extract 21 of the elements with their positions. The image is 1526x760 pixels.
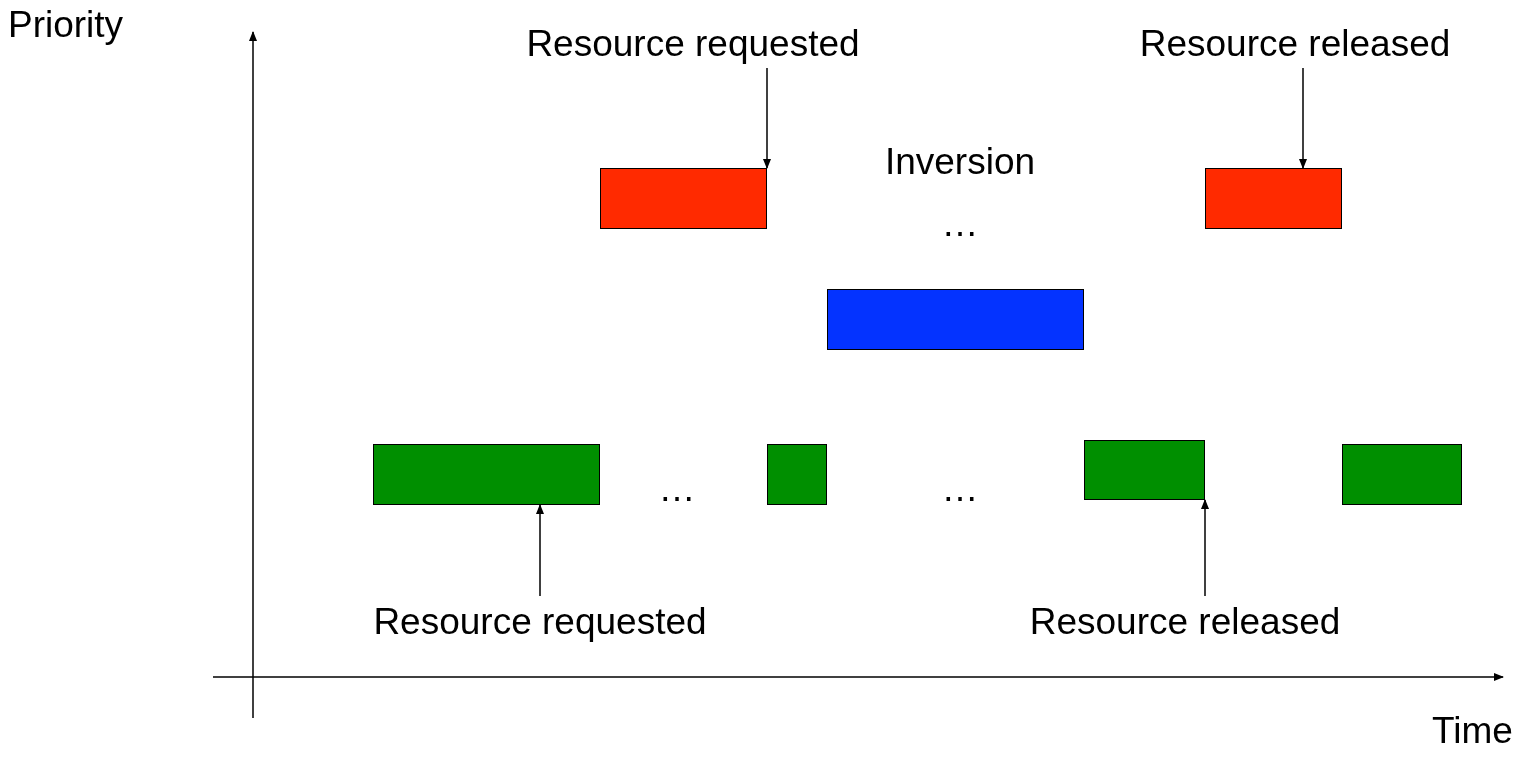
ellipsis-text: …	[941, 470, 979, 507]
annotation-text: Resource released	[990, 596, 1380, 646]
task-bar	[1084, 440, 1205, 500]
annotation-text: Resource requested	[340, 596, 740, 646]
leader-arrow	[1201, 499, 1209, 597]
task-bar	[827, 289, 1084, 350]
task-bar	[1342, 444, 1462, 505]
annotation-text: Resource requested	[493, 18, 893, 68]
ellipsis-text: …	[658, 470, 696, 507]
annotation-text: Inversion	[884, 143, 1036, 180]
leader-arrow	[536, 504, 544, 597]
ellipsis-text: …	[941, 205, 979, 242]
axis-label: Priority	[8, 6, 124, 43]
axis-label: Time	[1432, 712, 1513, 749]
task-bar	[1205, 168, 1342, 229]
task-bar	[600, 168, 767, 229]
annotation-text: Resource released	[1100, 18, 1490, 68]
leader-arrow	[763, 67, 771, 169]
leader-arrow	[1299, 67, 1307, 169]
task-bar	[767, 444, 827, 505]
task-bar	[373, 444, 600, 505]
